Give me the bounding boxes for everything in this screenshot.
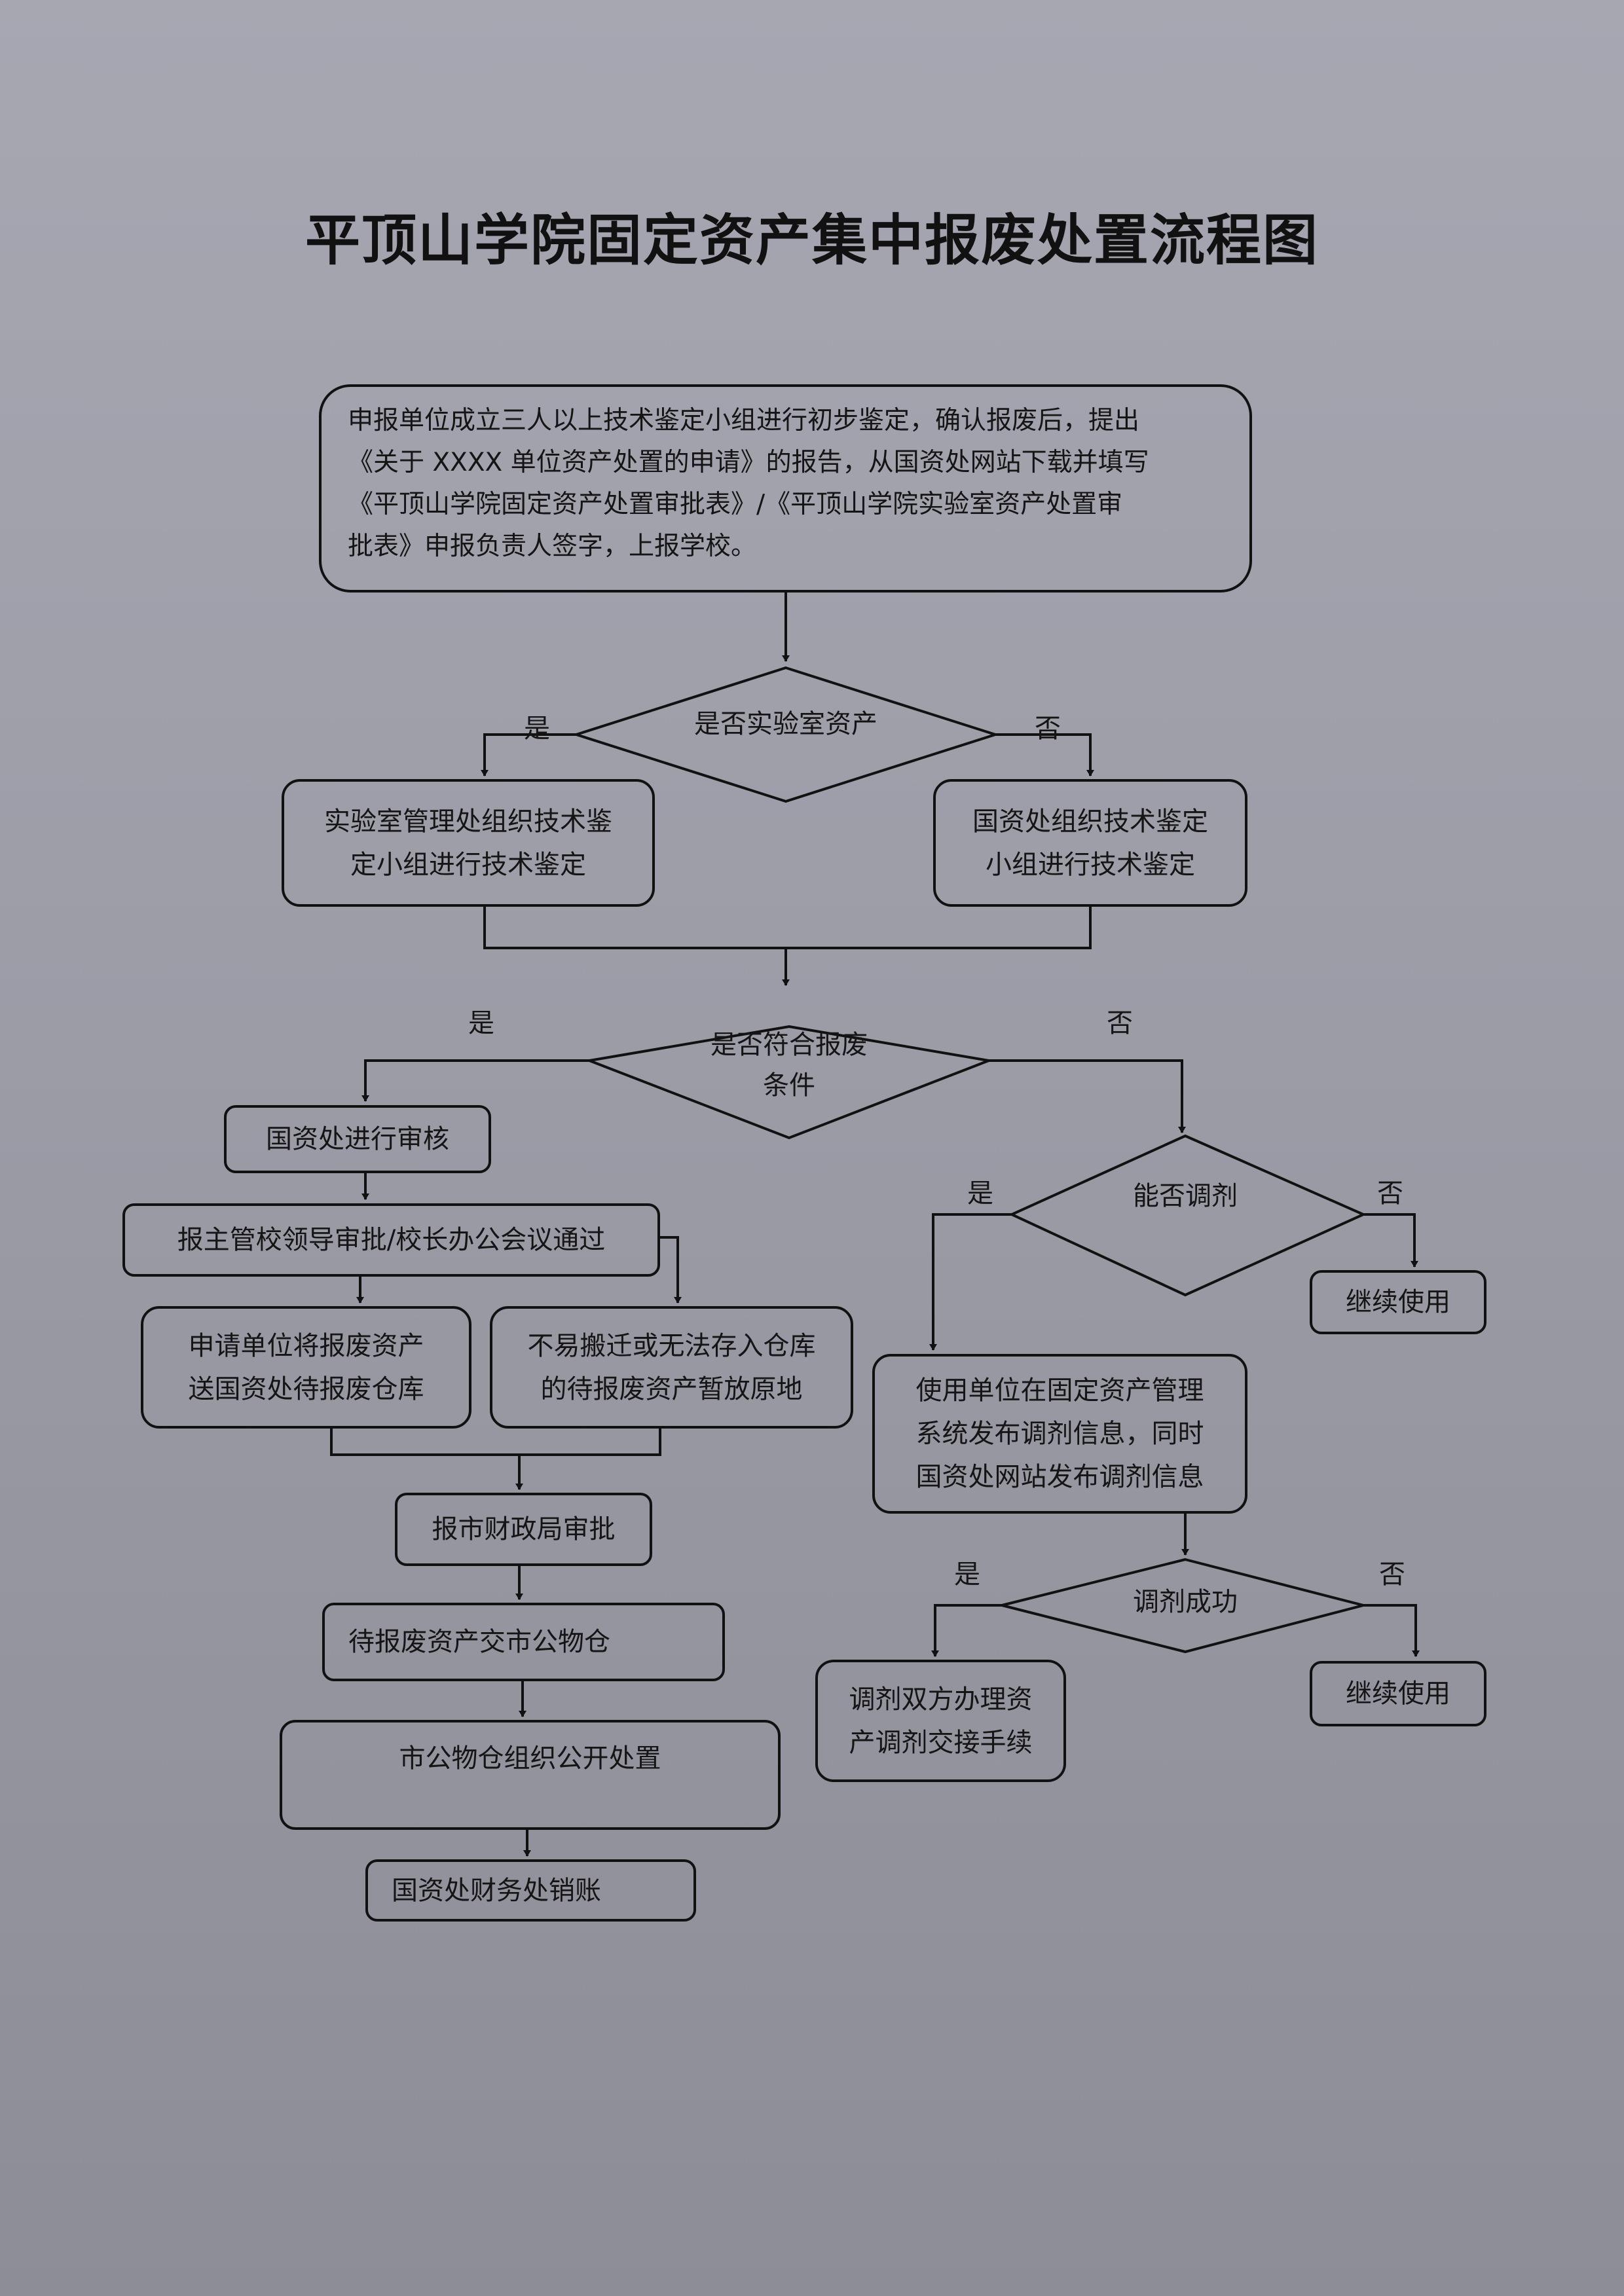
lab-no-label: 否 (1035, 714, 1061, 744)
continue-use-box-1: 继续使用 (1310, 1270, 1486, 1334)
public-warehouse-box: 待报废资产交市公物仓 (322, 1603, 725, 1681)
diamond-transfer-decision (1008, 1134, 1367, 1297)
keep-in-place-box: 不易搬迁或无法存入仓库 的待报废资产暂放原地 (490, 1306, 853, 1429)
arrow-success-no (1363, 1604, 1420, 1657)
keep-in-place-line-2: 的待报废资产暂放原地 (540, 1374, 803, 1404)
lab-appraisal-line-1: 实验室管理处组织技术鉴 (324, 806, 612, 837)
start-box: 申报单位成立三人以上技术鉴定小组进行初步鉴定，确认报废后，提出 《关于 XXXX… (319, 384, 1252, 592)
lab-appraisal-box: 实验室管理处组织技术鉴 定小组进行技术鉴定 (282, 779, 655, 907)
lab-decision-label: 是否实验室资产 (694, 709, 877, 739)
scrap-yes-label: 是 (468, 1008, 494, 1038)
lab-appraisal-line-2: 定小组进行技术鉴定 (350, 849, 586, 880)
send-warehouse-box: 申请单位将报废资产 送国资处待报废仓库 (141, 1306, 471, 1429)
arrow-leader-to-keep (660, 1236, 682, 1303)
arrow-lab-no (995, 733, 1094, 776)
diamond-success-decision (1001, 1558, 1369, 1654)
writeoff-box: 国资处财务处销账 (365, 1859, 696, 1922)
diamond-lab-decision (572, 666, 1000, 803)
publish-info-line-2: 系统发布调剂信息，同时 (915, 1419, 1204, 1449)
success-yes-label: 是 (954, 1559, 980, 1590)
finance-bureau-box: 报市财政局审批 (395, 1493, 652, 1566)
page-title: 平顶山学院固定资产集中报废处置流程图 (304, 208, 1319, 272)
start-line-4: 批表》申报负责人签字，上报学校。 (348, 532, 757, 561)
transfer-handover-line-2: 产调剂交接手续 (849, 1727, 1033, 1758)
transfer-yes-label: 是 (967, 1178, 993, 1209)
diamond-scrap-decision (584, 1025, 994, 1140)
arrow-scrap-yes (361, 1059, 589, 1102)
nonlab-appraisal-line-1: 国资处组织技术鉴定 (972, 806, 1208, 837)
scrap-no-label: 否 (1107, 1008, 1133, 1038)
arrow-lab-yes (481, 733, 576, 776)
merge-lines-storage (330, 1429, 661, 1456)
continue-use-box-2: 继续使用 (1310, 1661, 1486, 1726)
audit-box: 国资处进行审核 (224, 1105, 491, 1173)
transfer-no-label: 否 (1377, 1178, 1403, 1209)
scrap-decision-line-1: 是否符合报废 (710, 1030, 868, 1060)
send-warehouse-line-1: 申请单位将报废资产 (188, 1330, 424, 1361)
keep-in-place-line-1: 不易搬迁或无法存入仓库 (527, 1330, 816, 1361)
leader-approval-box: 报主管校领导审批/校长办公会议通过 (122, 1203, 660, 1277)
publish-info-line-3: 国资处网站发布调剂信息 (915, 1462, 1204, 1492)
scrap-decision-label: 是否符合报废 条件 (658, 1025, 920, 1106)
transfer-decision-label: 能否调剂 (1133, 1181, 1238, 1211)
success-decision-label: 调剂成功 (1133, 1587, 1238, 1617)
arrow-success-yes (931, 1604, 1002, 1657)
start-line-2: 《关于 XXXX 单位资产处置的申请》的报告，从国资处网站下载并填写 (348, 448, 1149, 477)
send-warehouse-line-2: 送国资处待报废仓库 (188, 1374, 424, 1404)
nonlab-appraisal-box: 国资处组织技术鉴定 小组进行技术鉴定 (933, 779, 1247, 907)
public-disposal-box: 市公物仓组织公开处置 (280, 1720, 781, 1830)
success-no-label: 否 (1379, 1559, 1405, 1590)
transfer-handover-line-1: 调剂双方办理资 (849, 1684, 1033, 1715)
start-line-1: 申报单位成立三人以上技术鉴定小组进行初步鉴定，确认报废后，提出 (348, 406, 1140, 435)
scrap-decision-line-2: 条件 (763, 1070, 815, 1101)
nonlab-appraisal-line-2: 小组进行技术鉴定 (986, 849, 1195, 880)
publish-info-box: 使用单位在固定资产管理 系统发布调剂信息，同时 国资处网站发布调剂信息 (872, 1354, 1247, 1514)
transfer-handover-box: 调剂双方办理资 产调剂交接手续 (815, 1660, 1066, 1782)
arrow-transfer-yes (929, 1213, 1012, 1351)
publish-info-line-1: 使用单位在固定资产管理 (915, 1376, 1204, 1406)
merge-lines-branches (483, 907, 1092, 949)
lab-yes-label: 是 (524, 714, 550, 744)
start-line-3: 《平顶山学院固定资产处置审批表》/《平顶山学院实验室资产处置审 (348, 490, 1123, 519)
arrow-transfer-no (1363, 1213, 1418, 1267)
arrow-scrap-no (989, 1059, 1186, 1133)
